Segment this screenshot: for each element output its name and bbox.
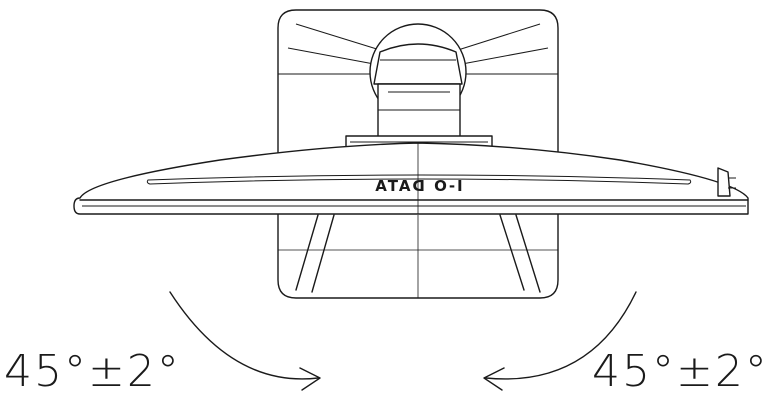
stand-neck [345,23,493,149]
rotation-angle-left-label: 45°±2° [4,346,181,397]
monitor-panel [73,142,749,215]
rotation-arrow-left [169,291,321,391]
rotation-angle-right-label: 45°±2° [592,346,769,397]
rotation-arrow-right [483,291,637,391]
brand-mark: I-O DATA [373,177,462,195]
brand-text: I-O DATA [373,177,462,195]
stand-legs [295,214,541,293]
